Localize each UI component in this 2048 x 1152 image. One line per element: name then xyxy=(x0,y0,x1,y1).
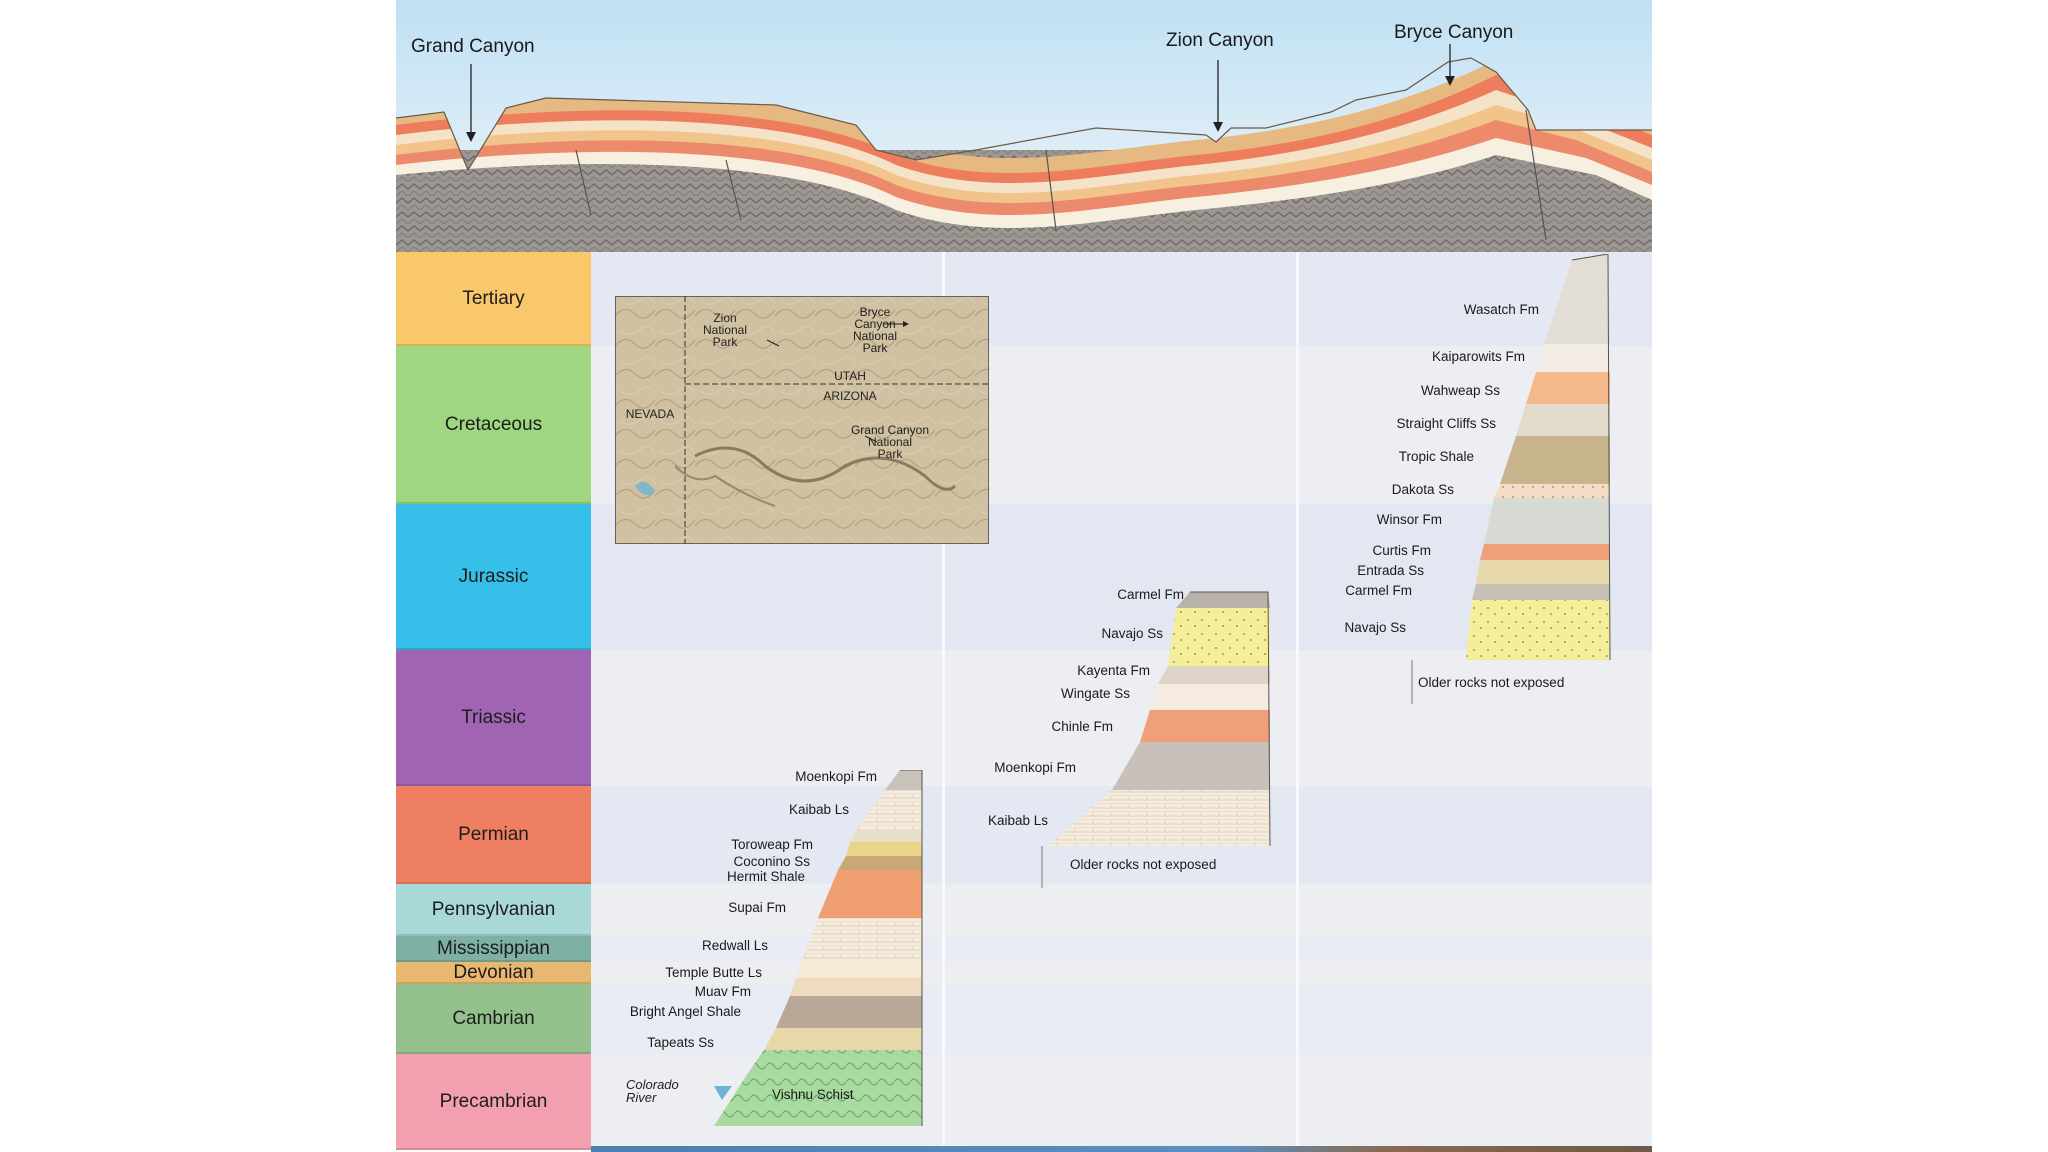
bryce-dakota: Dakota Ss xyxy=(1391,482,1454,497)
gc-temple-butte: Temple Butte Ls xyxy=(665,965,762,980)
gc-coconino: Coconino Ss xyxy=(733,854,810,869)
bottom-strip xyxy=(591,1146,1652,1152)
period-mississippian: Mississippian xyxy=(396,936,591,962)
bryce-navajo: Navajo Ss xyxy=(1344,620,1406,635)
gc-vishnu: Vishnu Schist xyxy=(772,1087,854,1102)
map-utah-label: UTAH xyxy=(834,369,866,383)
period-permian: Permian xyxy=(396,786,591,884)
map-arizona-label: ARIZONA xyxy=(823,389,877,403)
map-nevada-label: NEVADA xyxy=(625,407,675,421)
period-triassic: Triassic xyxy=(396,650,591,786)
gc-bright-angel: Bright Angel Shale xyxy=(629,1004,741,1019)
zion-kaibab: Kaibab Ls xyxy=(987,813,1048,828)
band-triassic xyxy=(591,650,1652,786)
bryce-wasatch: Wasatch Fm xyxy=(1463,302,1539,317)
zion-navajo: Navajo Ss xyxy=(1101,626,1163,641)
gc-moenkopi: Moenkopi Fm xyxy=(795,769,877,784)
bryce-canyon-label: Bryce Canyon xyxy=(1394,22,1514,43)
period-jurassic: Jurassic xyxy=(396,504,591,650)
zion-kayenta: Kayenta Fm xyxy=(1077,663,1150,678)
grand-canyon-label: Grand Canyon xyxy=(411,36,535,57)
zion-wingate: Wingate Ss xyxy=(1060,686,1130,701)
bryce-curtis: Curtis Fm xyxy=(1372,543,1432,558)
zion-older-rocks-note: Older rocks not exposed xyxy=(1070,857,1217,872)
gc-tapeats: Tapeats Ss xyxy=(647,1035,714,1050)
map-zion-label: Zion National Park xyxy=(702,311,748,349)
period-cambrian: Cambrian xyxy=(396,984,591,1054)
period-devonian: Devonian xyxy=(396,962,591,984)
gc-supai: Supai Fm xyxy=(728,900,786,915)
bryce-wahweap: Wahweap Ss xyxy=(1420,383,1500,398)
gc-toroweap: Toroweap Fm xyxy=(731,837,813,852)
bryce-column xyxy=(1411,254,1611,704)
period-cretaceous: Cretaceous xyxy=(396,346,591,504)
gc-muav: Muav Fm xyxy=(694,984,751,999)
gc-redwall: Redwall Ls xyxy=(701,938,768,953)
column-divider-1 xyxy=(942,252,945,1150)
period-precambrian: Precambrian xyxy=(396,1054,591,1150)
bryce-winsor: Winsor Fm xyxy=(1376,512,1442,527)
map-grand-canyon-label: Grand Canyon National Park xyxy=(850,423,930,461)
bryce-straight-cliffs: Straight Cliffs Ss xyxy=(1396,416,1496,431)
period-pennsylvanian: Pennsylvanian xyxy=(396,884,591,936)
map-bryce-label: Bryce Canyon National Park xyxy=(852,305,898,355)
period-tertiary: Tertiary xyxy=(396,252,591,346)
band-pennsylvanian xyxy=(591,884,1652,936)
column-divider-2 xyxy=(1296,252,1299,1150)
bryce-older-rocks-note: Older rocks not exposed xyxy=(1418,675,1565,690)
zion-canyon-label: Zion Canyon xyxy=(1166,30,1274,51)
gc-hermit: Hermit Shale xyxy=(726,869,805,884)
cross-section-panel xyxy=(396,0,1652,252)
grand-canyon-column xyxy=(714,770,923,1126)
zion-moenkopi: Moenkopi Fm xyxy=(994,760,1076,775)
zion-chinle: Chinle Fm xyxy=(1051,719,1113,734)
bryce-entrada: Entrada Ss xyxy=(1357,563,1424,578)
bryce-tropic: Tropic Shale xyxy=(1398,449,1474,464)
bryce-kaiparowits: Kaiparowits Fm xyxy=(1431,349,1525,364)
gc-colorado-river: Colorado River xyxy=(626,1077,679,1105)
map-inset xyxy=(615,296,989,544)
zion-column xyxy=(1041,591,1271,888)
bryce-carmel: Carmel Fm xyxy=(1345,583,1412,598)
zion-carmel: Carmel Fm xyxy=(1117,587,1184,602)
gc-kaibab: Kaibab Ls xyxy=(788,802,849,817)
